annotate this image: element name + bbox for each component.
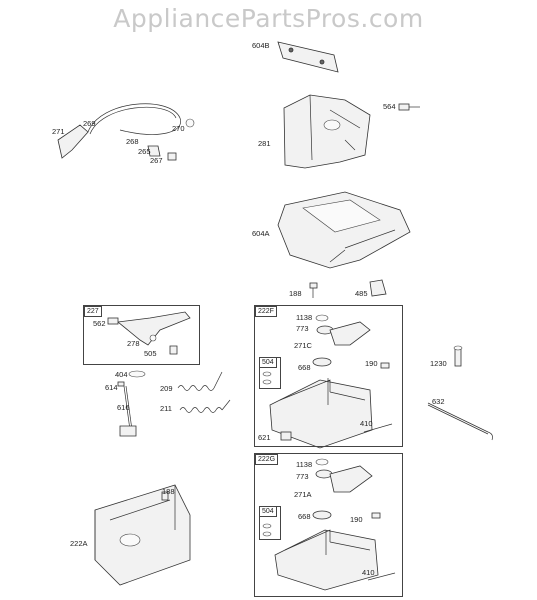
label-562: 562 [93,319,106,328]
label-188-base: 188 [162,487,175,496]
spring-211-icon [179,399,231,413]
label-1138-G: 1138 [296,460,313,469]
label-211: 211 [160,404,172,413]
part-485-icon [369,279,387,297]
part-564-icon [398,103,420,111]
label-281: 281 [258,139,271,148]
label-268: 268 [126,137,139,146]
label-271C: 271C [294,341,312,350]
label-265: 265 [138,147,151,156]
part-227-lever-icon [107,311,191,355]
governor-rod-icon [117,370,146,437]
label-604B: 604B [252,41,270,50]
spring-209-icon [177,371,223,391]
throttle-cable-icon [57,103,195,161]
label-668-F: 668 [298,363,311,372]
label-190-F: 190 [365,359,378,368]
part-604B-icon [277,41,339,73]
part-281-icon [283,94,371,169]
frame-222F [254,305,403,447]
label-485: 485 [355,289,368,298]
part-604A-icon [277,191,411,269]
label-621: 621 [258,433,271,442]
watermark: AppliancePartsPros.com [113,4,424,33]
label-222F: 222F [255,306,277,317]
label-404: 404 [115,370,128,379]
part-188-icon [309,282,318,298]
label-1138-F: 1138 [296,313,313,322]
label-190-G: 190 [350,515,363,524]
part-222A-icon [94,484,191,586]
label-267: 267 [150,156,163,165]
label-222G: 222G [255,454,279,465]
frame-227 [83,305,200,365]
label-271A: 271A [294,490,312,499]
label-614: 614 [105,383,118,392]
label-564: 564 [383,102,396,111]
label-773-G: 773 [296,472,309,481]
label-604A: 604A [252,229,270,238]
part-632-icon [427,402,493,441]
part-222G-icon [262,458,396,591]
label-410-F: 410 [360,419,373,428]
label-188-top: 188 [289,289,302,298]
label-227: 227 [84,306,102,317]
label-504-G: 504 [259,506,277,517]
label-270: 270 [172,124,185,133]
label-209: 209 [160,384,173,393]
label-504-F: 504 [259,357,277,368]
label-1230: 1230 [430,359,447,368]
label-505: 505 [144,349,157,358]
label-278: 278 [127,339,140,348]
label-632: 632 [432,397,445,406]
part-1230-icon [453,345,463,367]
label-668-G: 668 [298,512,311,521]
label-410-G: 410 [362,568,375,577]
label-616: 616 [117,403,130,412]
label-271: 271 [52,127,65,136]
frame-222G [254,453,403,597]
label-222A: 222A [70,539,88,548]
part-222F-icon [262,314,393,449]
label-269: 269 [83,119,96,128]
label-773-F: 773 [296,324,309,333]
